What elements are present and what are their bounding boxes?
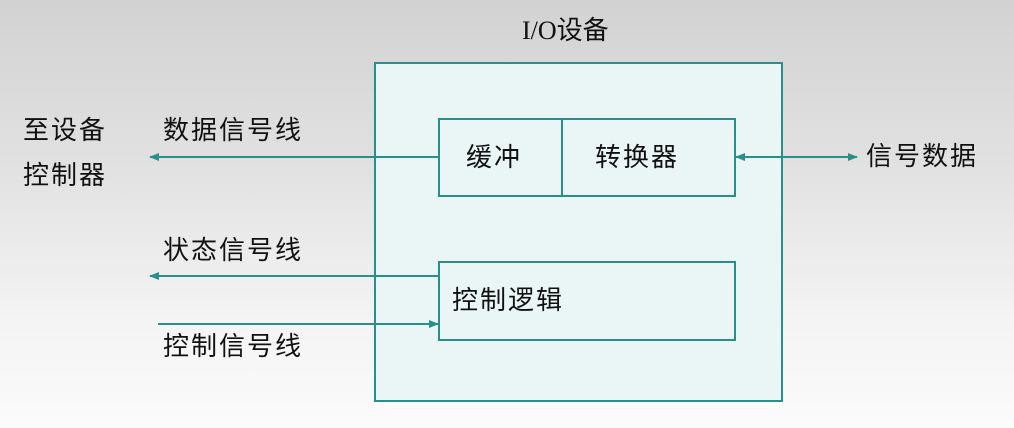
control-logic-label: 控制逻辑 [452,286,565,316]
control-logic-box [438,261,736,341]
signal-data-label: 信号数据 [866,142,979,172]
converter-label: 转换器 [595,143,680,173]
buffer-label: 缓冲 [466,143,523,173]
device-title: I/O设备 [522,16,609,45]
target-line1: 至设备 [23,116,108,146]
data-signal-label: 数据信号线 [163,116,304,146]
control-signal-label: 控制信号线 [163,332,304,362]
target-line2: 控制器 [23,161,108,191]
status-signal-label: 状态信号线 [163,236,304,266]
